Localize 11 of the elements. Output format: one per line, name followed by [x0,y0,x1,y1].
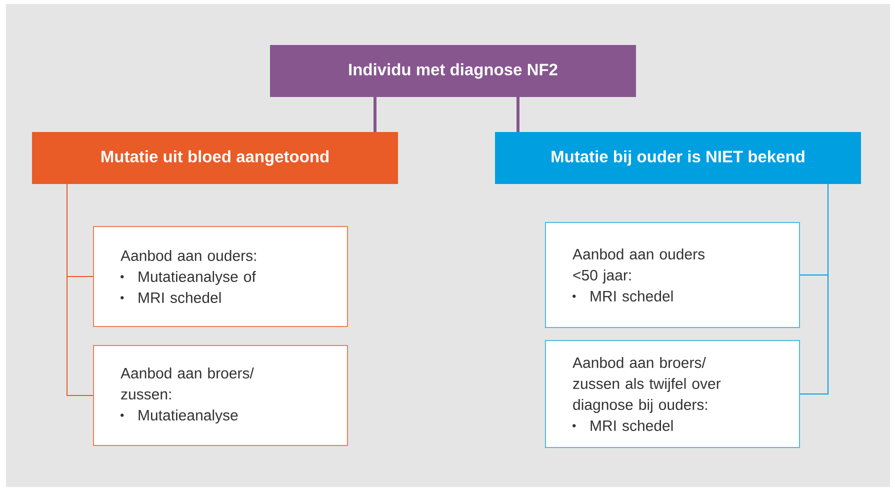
option-box: Aanbod aan ouders <50 jaar: MRI schedel [545,222,800,328]
connector-line [66,184,94,396]
connector-line [516,97,520,132]
heading-box: Mutatie uit bloed aangetoond [32,132,398,184]
heading-box: Mutatie bij ouder is NIET bekend [495,132,861,184]
connector-line [800,184,828,394]
heading-box: Individu met diagnose NF2 [270,45,636,97]
connector-line [374,97,376,132]
option-box: Aanbod aan broers/ zussen als twijfel over diagnose bij ouders: MRI schedel [545,340,800,448]
option-box: Aanbod aan ouders: Mutatieanalyse of MRI schedel [93,226,348,327]
option-box: Aanbod aan broers/ zussen: Mutatieanalyse [93,345,348,446]
